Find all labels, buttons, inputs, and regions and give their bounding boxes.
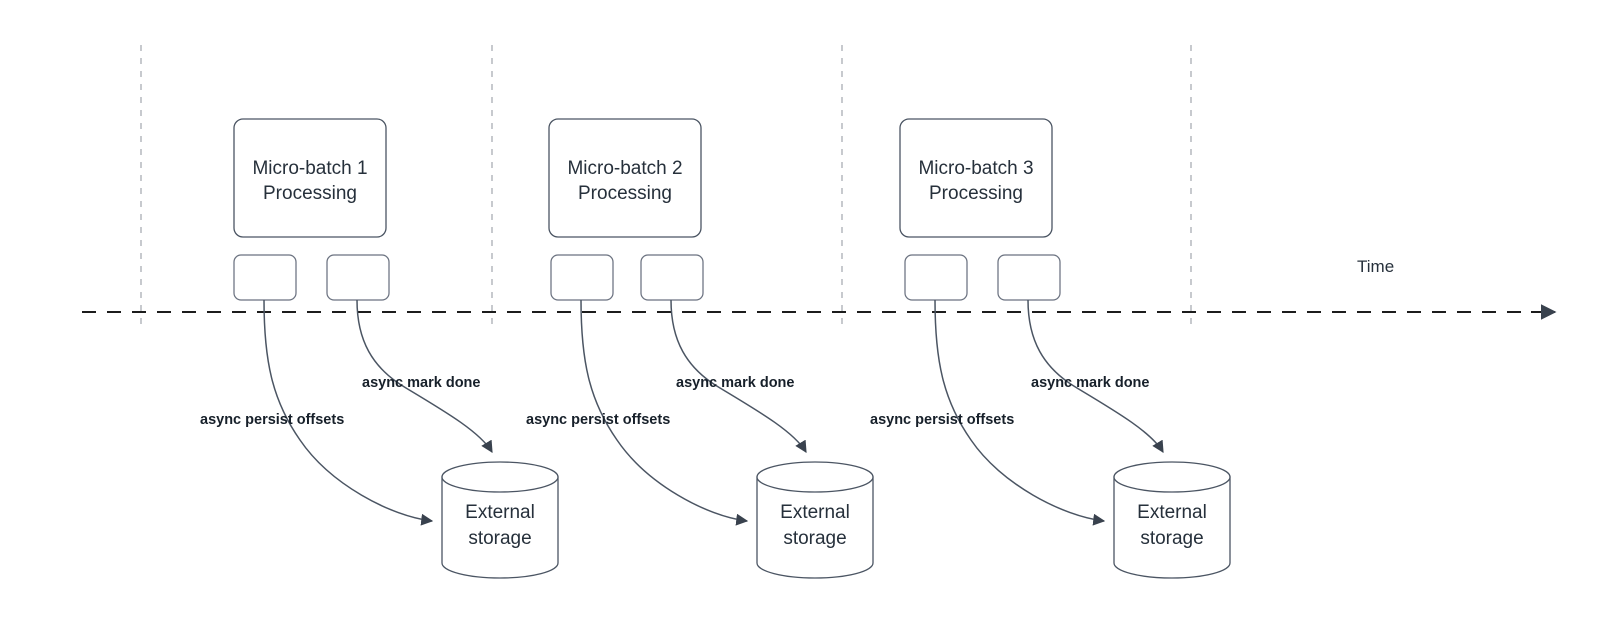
micro-batch-label-line1: Micro-batch 1	[252, 158, 367, 179]
task-box-shape	[550, 254, 614, 301]
micro-batch-box-shape	[548, 118, 702, 238]
task-box-shape	[326, 254, 390, 301]
async-mark-done-curve	[356, 299, 493, 454]
async-mark-done-label: async mark done	[1031, 375, 1149, 391]
micro-batch-processing-box[interactable]: Micro-batch 2 Processing	[548, 118, 702, 238]
async-persist-offsets-label: async persist offsets	[200, 412, 344, 428]
storage-label-line2: storage	[468, 528, 531, 549]
async-mark-done-edge: async mark done	[356, 299, 493, 454]
cylinder-body	[756, 476, 874, 579]
micro-batch-box-shape	[899, 118, 1053, 238]
task-box-shape	[997, 254, 1061, 301]
async-persist-offsets-label: async persist offsets	[870, 412, 1014, 428]
mark-done-task-box[interactable]	[640, 254, 704, 301]
cylinder-body	[441, 476, 559, 579]
micro-batch-box-shape	[233, 118, 387, 238]
async-mark-done-label: async mark done	[676, 375, 794, 391]
cylinder-top-ellipse	[1113, 461, 1231, 493]
storage-label-line1: External	[1137, 502, 1207, 523]
micro-batch-label-line2: Processing	[263, 183, 357, 204]
mark-done-task-box[interactable]	[326, 254, 390, 301]
micro-batch-label-line1: Micro-batch 3	[918, 158, 1033, 179]
micro-batch-label-line2: Processing	[929, 183, 1023, 204]
async-persist-offsets-label: async persist offsets	[526, 412, 670, 428]
external-storage-cylinder[interactable]: External storage	[756, 461, 874, 579]
mark-done-task-box[interactable]	[997, 254, 1061, 301]
persist-offsets-task-box[interactable]	[233, 254, 297, 301]
async-mark-done-curve	[670, 299, 807, 454]
persist-offsets-task-box[interactable]	[904, 254, 968, 301]
async-mark-done-edge: async mark done	[1027, 299, 1164, 454]
async-mark-done-label: async mark done	[362, 375, 480, 391]
async-persist-offsets-curve	[263, 299, 434, 526]
async-mark-done-edge: async mark done	[670, 299, 807, 454]
time-axis-label: Time	[1357, 257, 1394, 276]
persist-offsets-task-box[interactable]	[550, 254, 614, 301]
async-persist-offsets-edge: async persist offsets	[870, 299, 1106, 526]
external-storage-cylinder[interactable]: External storage	[441, 461, 559, 579]
task-box-shape	[640, 254, 704, 301]
async-persist-offsets-edge: async persist offsets	[526, 299, 749, 526]
storage-label-line2: storage	[783, 528, 846, 549]
async-mark-done-curve	[1027, 299, 1164, 454]
cylinder-top-ellipse	[756, 461, 874, 493]
storage-label-line2: storage	[1140, 528, 1203, 549]
task-box-shape	[233, 254, 297, 301]
async-persist-offsets-edge: async persist offsets	[200, 299, 434, 526]
micro-batch-processing-box[interactable]: Micro-batch 1 Processing	[233, 118, 387, 238]
cylinder-top-ellipse	[441, 461, 559, 493]
async-persist-offsets-curve	[580, 299, 749, 526]
micro-batch-label-line2: Processing	[578, 183, 672, 204]
storage-label-line1: External	[465, 502, 535, 523]
task-box-shape	[904, 254, 968, 301]
cylinder-body	[1113, 476, 1231, 579]
micro-batch-processing-box[interactable]: Micro-batch 3 Processing	[899, 118, 1053, 238]
external-storage-cylinder[interactable]: External storage	[1113, 461, 1231, 579]
async-persist-offsets-curve	[934, 299, 1106, 526]
storage-label-line1: External	[780, 502, 850, 523]
micro-batch-label-line1: Micro-batch 2	[567, 158, 682, 179]
